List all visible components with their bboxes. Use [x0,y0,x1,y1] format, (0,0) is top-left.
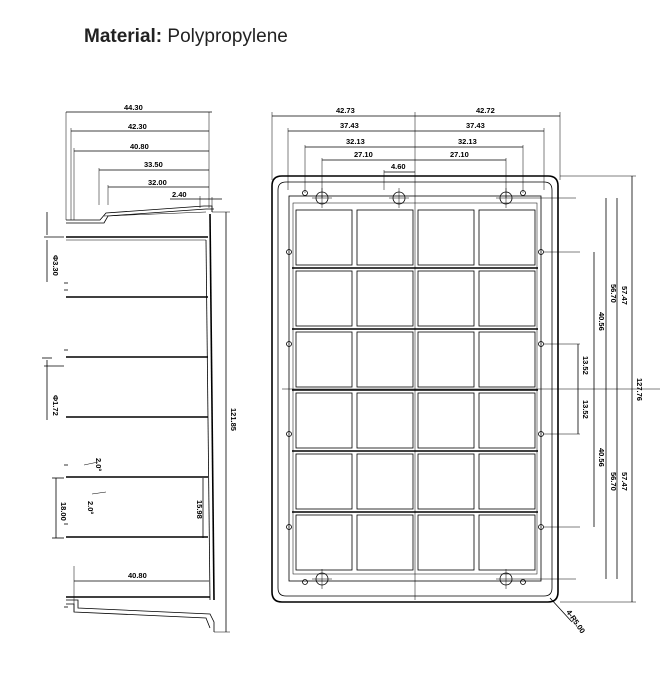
top-dim-56-70-lower: 56.70 [609,472,618,491]
side-dim-18-00: 18.00 [59,502,68,521]
side-view: 44.30 42.30 40.80 33.50 32.00 2.40 Φ3.30… [42,103,238,633]
side-dim-121-85: 121.85 [229,408,238,431]
top-dim-right-27-10: 27.10 [450,150,469,159]
side-dim-33-50: 33.50 [144,160,163,169]
top-dim-right-37-43: 37.43 [466,121,485,130]
top-dim-13-52-upper: 13.52 [581,356,590,375]
top-corner-radius-note: 4-R5.00 [564,608,587,635]
side-angle-bottom: 2.0° [86,501,95,514]
top-dim-left-42-73: 42.73 [336,106,355,115]
top-dim-40-56-upper: 40.56 [597,312,606,331]
top-dim-4-60: 4.60 [391,162,406,171]
top-dim-right-42-72: 42.72 [476,106,495,115]
side-dim-bottom-40-80: 40.80 [128,571,147,580]
top-view: 42.73 37.43 32.13 27.10 4.60 42.72 37.43… [271,106,660,635]
top-dim-left-37-43: 37.43 [340,121,359,130]
top-dim-40-56-lower: 40.56 [597,448,606,467]
top-dim-right-32-13: 32.13 [458,137,477,146]
side-dim-dia-1-72: Φ1.72 [51,395,60,416]
top-dim-57-47-upper: 57.47 [620,286,629,305]
material-value: Polypropylene [167,26,288,47]
side-dim-44-30: 44.30 [124,103,143,112]
cell-grid [295,209,536,571]
side-dim-32-00: 32.00 [148,178,167,187]
side-dim-dia-3-30: Φ3.30 [51,255,60,276]
top-dim-13-52-lower: 13.52 [581,400,590,419]
top-dim-127-76: 127.76 [635,378,644,401]
side-dim-2-40: 2.40 [172,190,187,199]
material-label: Material: [84,26,163,47]
side-angle-top: 2.0° [94,458,103,471]
top-dim-left-32-13: 32.13 [346,137,365,146]
material-heading: Material: Polypropylene [84,26,288,48]
top-dim-left-27-10: 27.10 [354,150,373,159]
side-dim-15-98: 15.98 [195,500,204,519]
side-dim-42-30: 42.30 [128,122,147,131]
side-dim-40-80: 40.80 [130,142,149,151]
top-dim-57-47-lower: 57.47 [620,472,629,491]
top-dim-56-70-upper: 56.70 [609,284,618,303]
